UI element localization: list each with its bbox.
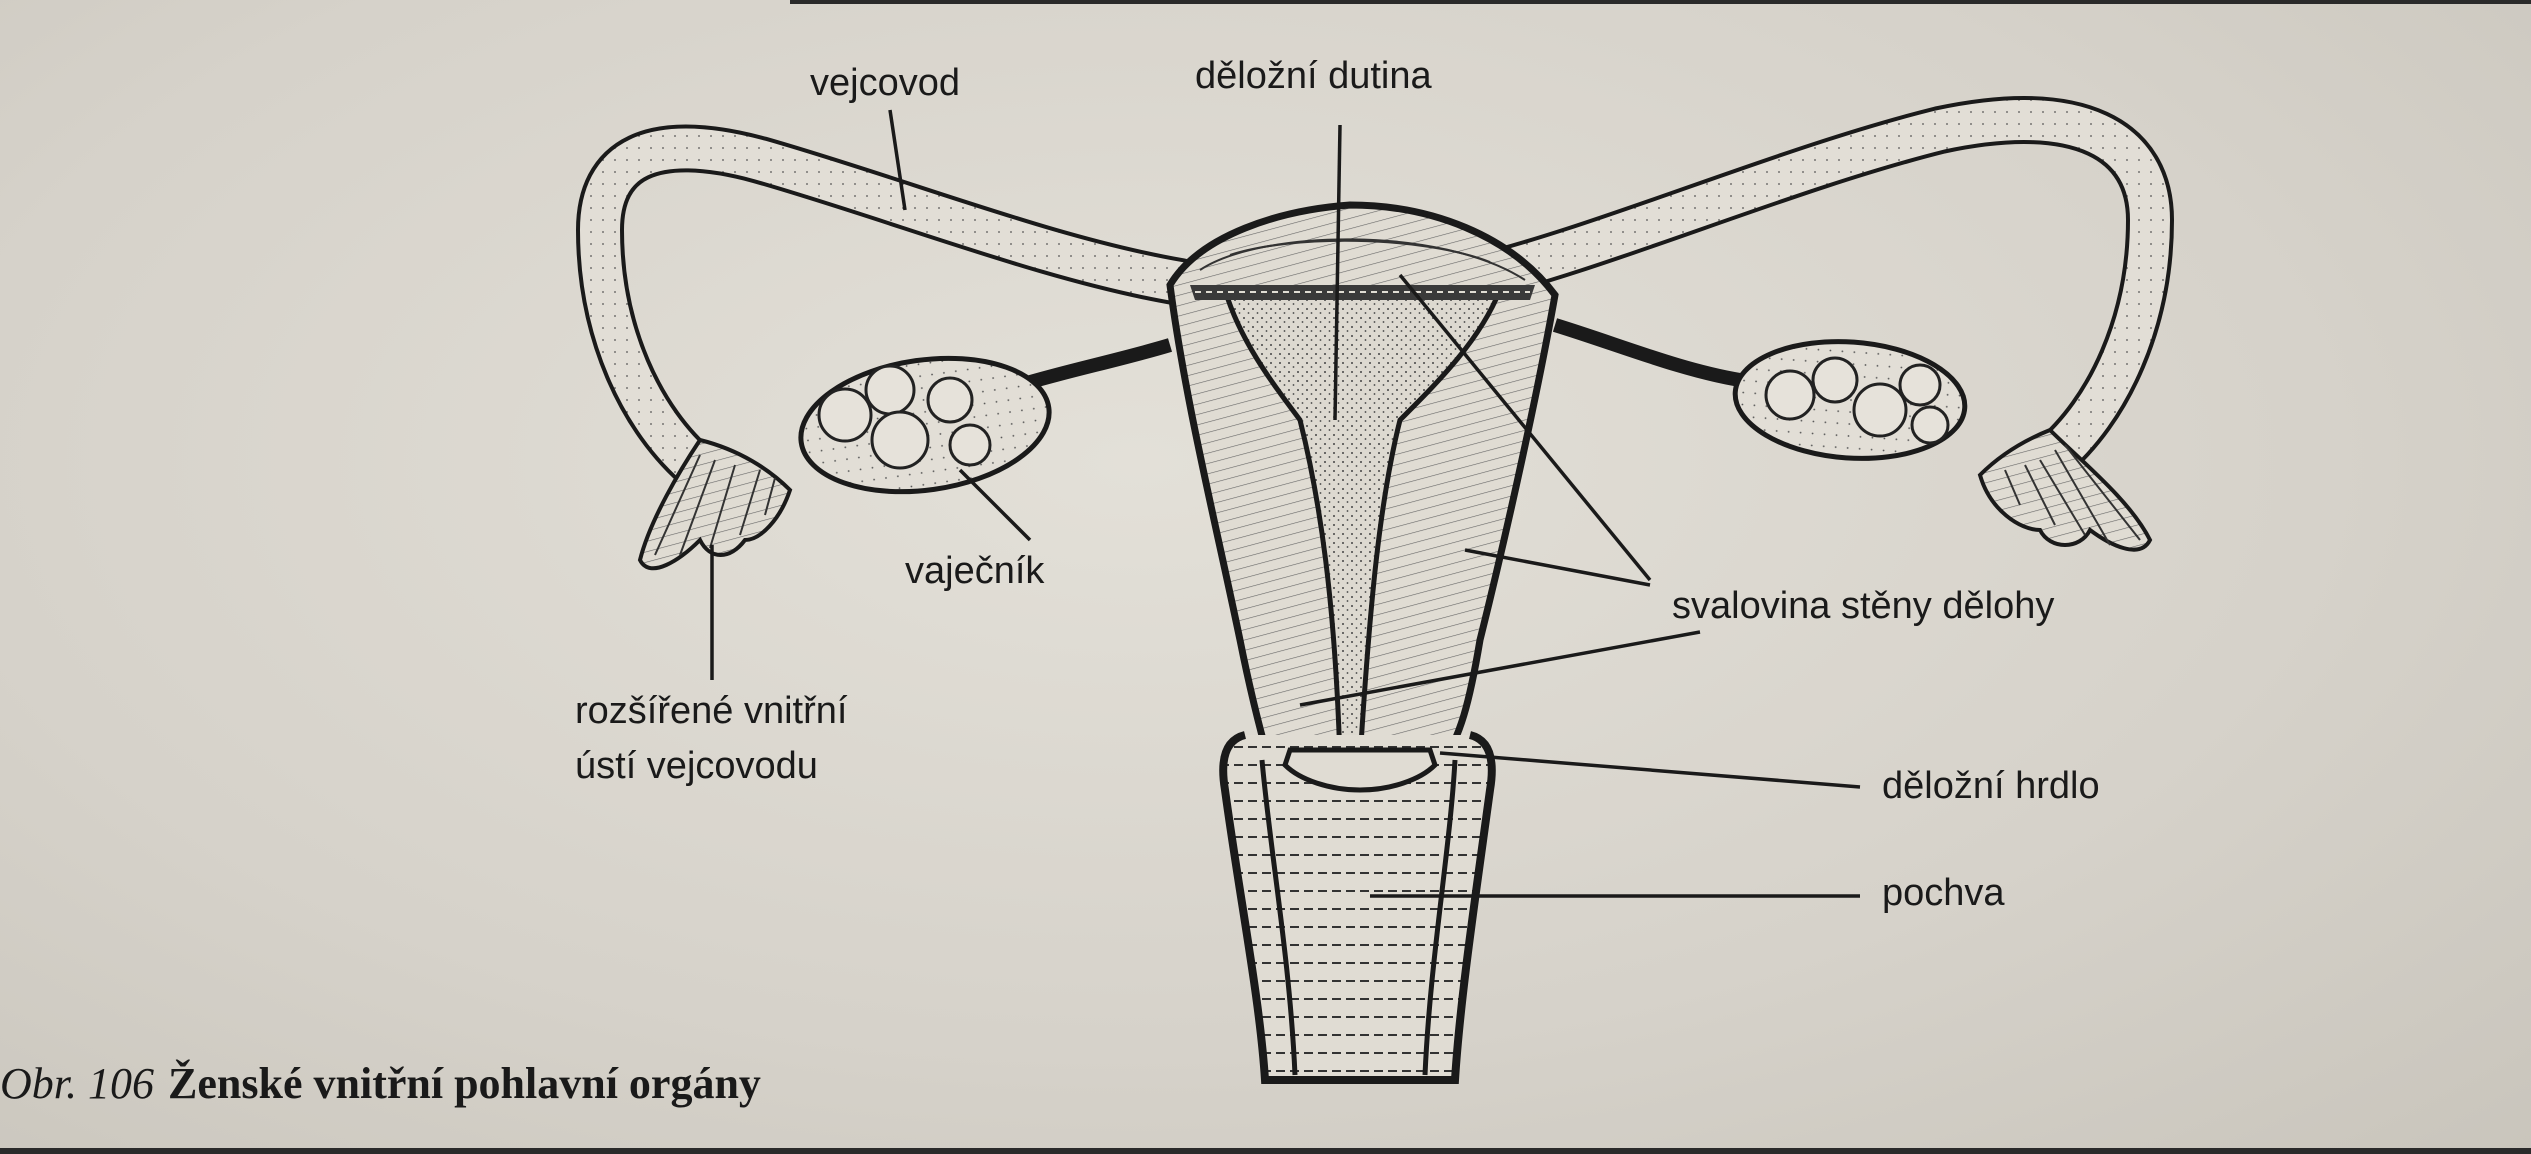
leader-delozni-hrdlo [1439, 751, 1861, 789]
uterus-body [1166, 201, 1559, 769]
leader-lines [710, 109, 1861, 898]
right-ovarian-ligament [1552, 318, 1742, 387]
leader-vejcovod [888, 109, 907, 211]
label-fallopian-tube: vejcovod [810, 62, 960, 104]
label-fimbriae-line1: rozšířené vnitřní [575, 690, 848, 732]
figure-number: Obr. 106 [0, 1059, 155, 1108]
bottom-rule [0, 1148, 2531, 1154]
right-ovary [1732, 339, 1968, 461]
left-ovarian-ligament [1017, 338, 1173, 392]
right-fallopian-tube [1436, 96, 2175, 552]
vagina [1219, 731, 1496, 1084]
leader-delozni-dutina [1333, 124, 1342, 421]
leader-svalovina-3 [1299, 630, 1701, 707]
label-uterine-wall-muscle: svalovina stěny dělohy [1672, 585, 2055, 627]
left-ovary [798, 355, 1052, 495]
leader-svalovina-2 [1464, 548, 1651, 587]
label-fimbriae-line2: ústí vejcovodu [575, 745, 818, 787]
label-cervix: děložní hrdlo [1882, 765, 2100, 807]
label-uterine-cavity: děložní dutina [1195, 55, 1432, 97]
leader-svalovina-1 [1398, 273, 1652, 582]
figure-title: Ženské vnitřní pohlavní orgány [168, 1059, 761, 1108]
leader-vajecnik [958, 468, 1032, 542]
top-rule [790, 0, 2531, 4]
label-vagina: pochva [1882, 872, 2005, 914]
label-ovary: vaječník [905, 550, 1045, 592]
cervix [1282, 747, 1438, 793]
left-fallopian-tube [575, 124, 1204, 571]
figure-caption: Obr. 106 Ženské vnitřní pohlavní orgány [0, 1058, 761, 1109]
